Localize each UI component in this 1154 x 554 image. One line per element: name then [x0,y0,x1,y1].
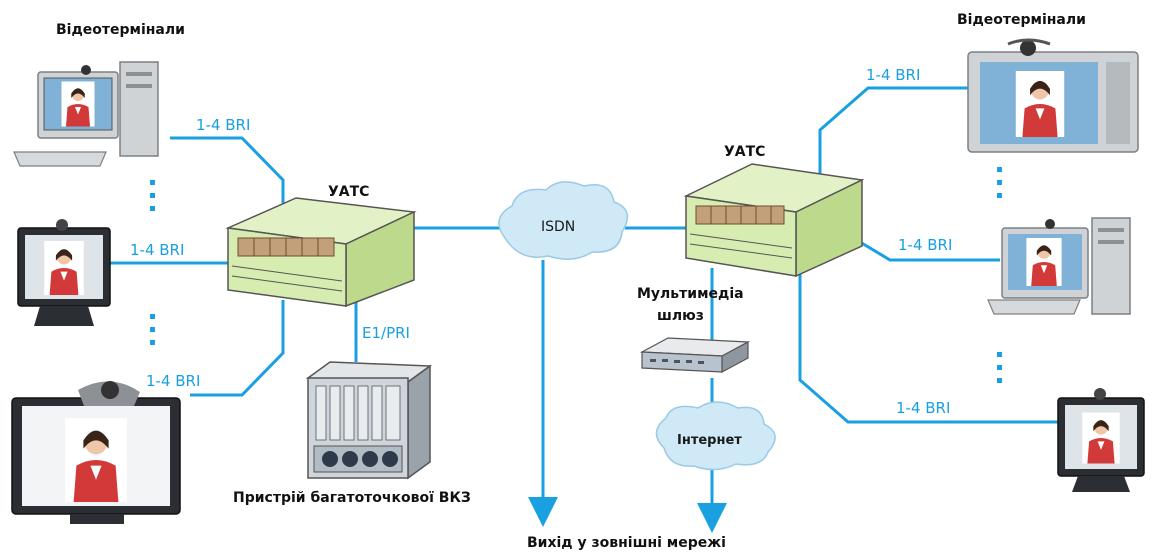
video-terminal-icon [13,61,159,167]
link-right-middle [859,240,1000,262]
bri-label-right-top: 1-4 BRI [866,66,920,84]
pbx-icon-left [225,197,417,308]
bri-label-left-bottom: 1-4 BRI [146,372,200,390]
link-left-bottom [190,300,285,397]
bri-label-left-middle: 1-4 BRI [130,241,184,259]
e1-pri-label: E1/PRI [362,324,410,342]
mcu-icon [305,361,433,480]
ellipsis-dots-left-lower [150,314,155,345]
gateway-label-line1: Мультимедіа [637,286,744,302]
video-terminal-icon [967,38,1139,153]
gateway-label-line2: шлюз [657,308,704,324]
bri-label-right-middle: 1-4 BRI [898,236,952,254]
bri-label-left-top: 1-4 BRI [196,116,250,134]
mcu-label: Пристрій багатоточкової ВКЗ [233,490,471,506]
ellipsis-dots-right-lower [997,352,1002,383]
gateway-icon [639,337,751,374]
pbx-right-label: УАТС [724,144,765,160]
video-terminal-icon [1057,388,1145,492]
internet-label: Інтернет [677,433,742,448]
cloud-icon-internet [655,401,776,471]
link-left-top [170,136,285,210]
video-terminal-icon [987,217,1131,315]
link-right-bottom [798,270,1060,424]
link-right-top [818,86,970,178]
video-terminal-icon [17,219,111,326]
ellipsis-dots-right-upper [997,167,1002,198]
bri-label-right-bottom: 1-4 BRI [896,399,950,417]
pbx-left-label: УАТС [328,184,369,200]
pbx-icon-right [683,163,865,278]
isdn-label: ISDN [541,219,575,235]
videoterminals-right-label: Відеотермінали [957,12,1086,28]
videoterminals-left-label: Відеотермінали [56,22,185,38]
cloud-icon-isdn [498,181,629,260]
links [110,86,1060,533]
ellipsis-dots-left-upper [150,180,155,211]
external-networks-label: Вихід у зовнішні мережі [527,535,726,551]
video-terminal-icon [11,381,181,524]
